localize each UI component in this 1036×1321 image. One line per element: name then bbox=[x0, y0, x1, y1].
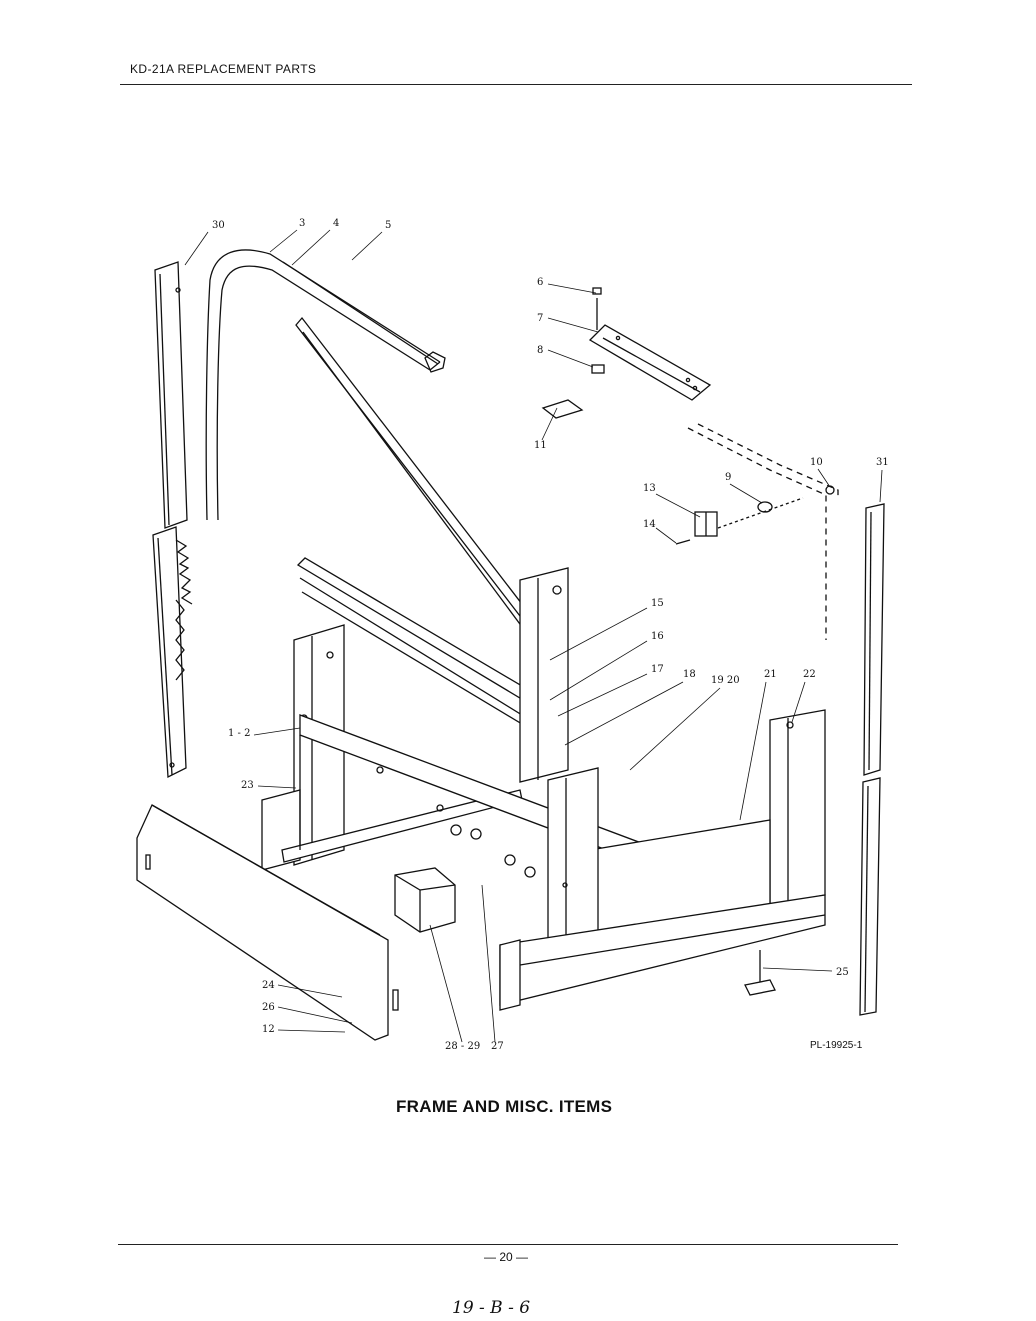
electrical-box bbox=[394, 867, 456, 933]
callout-label: 1 - 2 bbox=[228, 728, 250, 739]
callout-label: 23 bbox=[241, 780, 254, 791]
callout-labels: 30 3 4 5 6 7 8 11 10 9 31 13 14 15 16 17 18 19 20 21 22 1 - … bbox=[212, 218, 889, 1052]
arched-tube bbox=[205, 249, 446, 521]
top-bracket bbox=[588, 287, 712, 401]
callout-label: 15 bbox=[651, 598, 664, 609]
right-side-strip bbox=[859, 503, 885, 1016]
callout-label: 9 bbox=[725, 472, 731, 483]
center-rear-upright bbox=[519, 567, 569, 783]
handwritten-note: 19 - B - 6 bbox=[452, 1298, 531, 1318]
clip-11 bbox=[541, 399, 584, 419]
callout-label: 4 bbox=[333, 218, 339, 229]
leveling-foot bbox=[744, 950, 776, 996]
diagram-caption: FRAME AND MISC. ITEMS bbox=[396, 1097, 613, 1116]
left-rear-upright bbox=[293, 624, 345, 866]
callout-label: 25 bbox=[836, 967, 849, 978]
callout-label: 26 bbox=[262, 1002, 275, 1013]
callout-label: 5 bbox=[385, 220, 391, 231]
callout-label: 17 bbox=[651, 664, 664, 675]
diagonal-rails bbox=[295, 316, 567, 743]
kick-panel bbox=[136, 804, 399, 1041]
leader-lines bbox=[184, 229, 883, 1043]
callout-label: 6 bbox=[537, 277, 543, 288]
callout-label: 10 bbox=[810, 457, 823, 468]
callout-label: 24 bbox=[262, 980, 275, 991]
header-rule bbox=[120, 84, 912, 85]
callout-label: 30 bbox=[212, 220, 225, 231]
hinge-hardware bbox=[675, 485, 835, 545]
dashed-mounting-line bbox=[687, 423, 839, 640]
callout-label: 16 bbox=[651, 631, 664, 642]
callout-label: 31 bbox=[876, 457, 889, 468]
callout-label: 3 bbox=[299, 218, 305, 229]
callout-label: 21 bbox=[764, 669, 777, 680]
callout-label: 12 bbox=[262, 1024, 275, 1035]
drawing-reference: PL-19925-1 bbox=[810, 1040, 863, 1051]
callout-label: 19 20 bbox=[711, 675, 740, 686]
callout-label: 13 bbox=[643, 483, 656, 494]
callout-label: 8 bbox=[537, 345, 543, 356]
callout-label: 7 bbox=[537, 313, 543, 324]
callout-label: 27 bbox=[491, 1041, 504, 1052]
page-header: KD-21A REPLACEMENT PARTS bbox=[130, 62, 317, 76]
callout-label: 28 - 29 bbox=[445, 1041, 480, 1052]
left-side-strip bbox=[152, 261, 193, 779]
callout-label: 14 bbox=[643, 519, 656, 530]
callout-label: 11 bbox=[534, 440, 547, 451]
base-frame bbox=[261, 709, 826, 1011]
callout-label: 18 bbox=[683, 669, 696, 680]
page-number: — 20 — bbox=[484, 1250, 529, 1264]
callout-label: 22 bbox=[803, 669, 816, 680]
footer-rule bbox=[118, 1244, 898, 1245]
